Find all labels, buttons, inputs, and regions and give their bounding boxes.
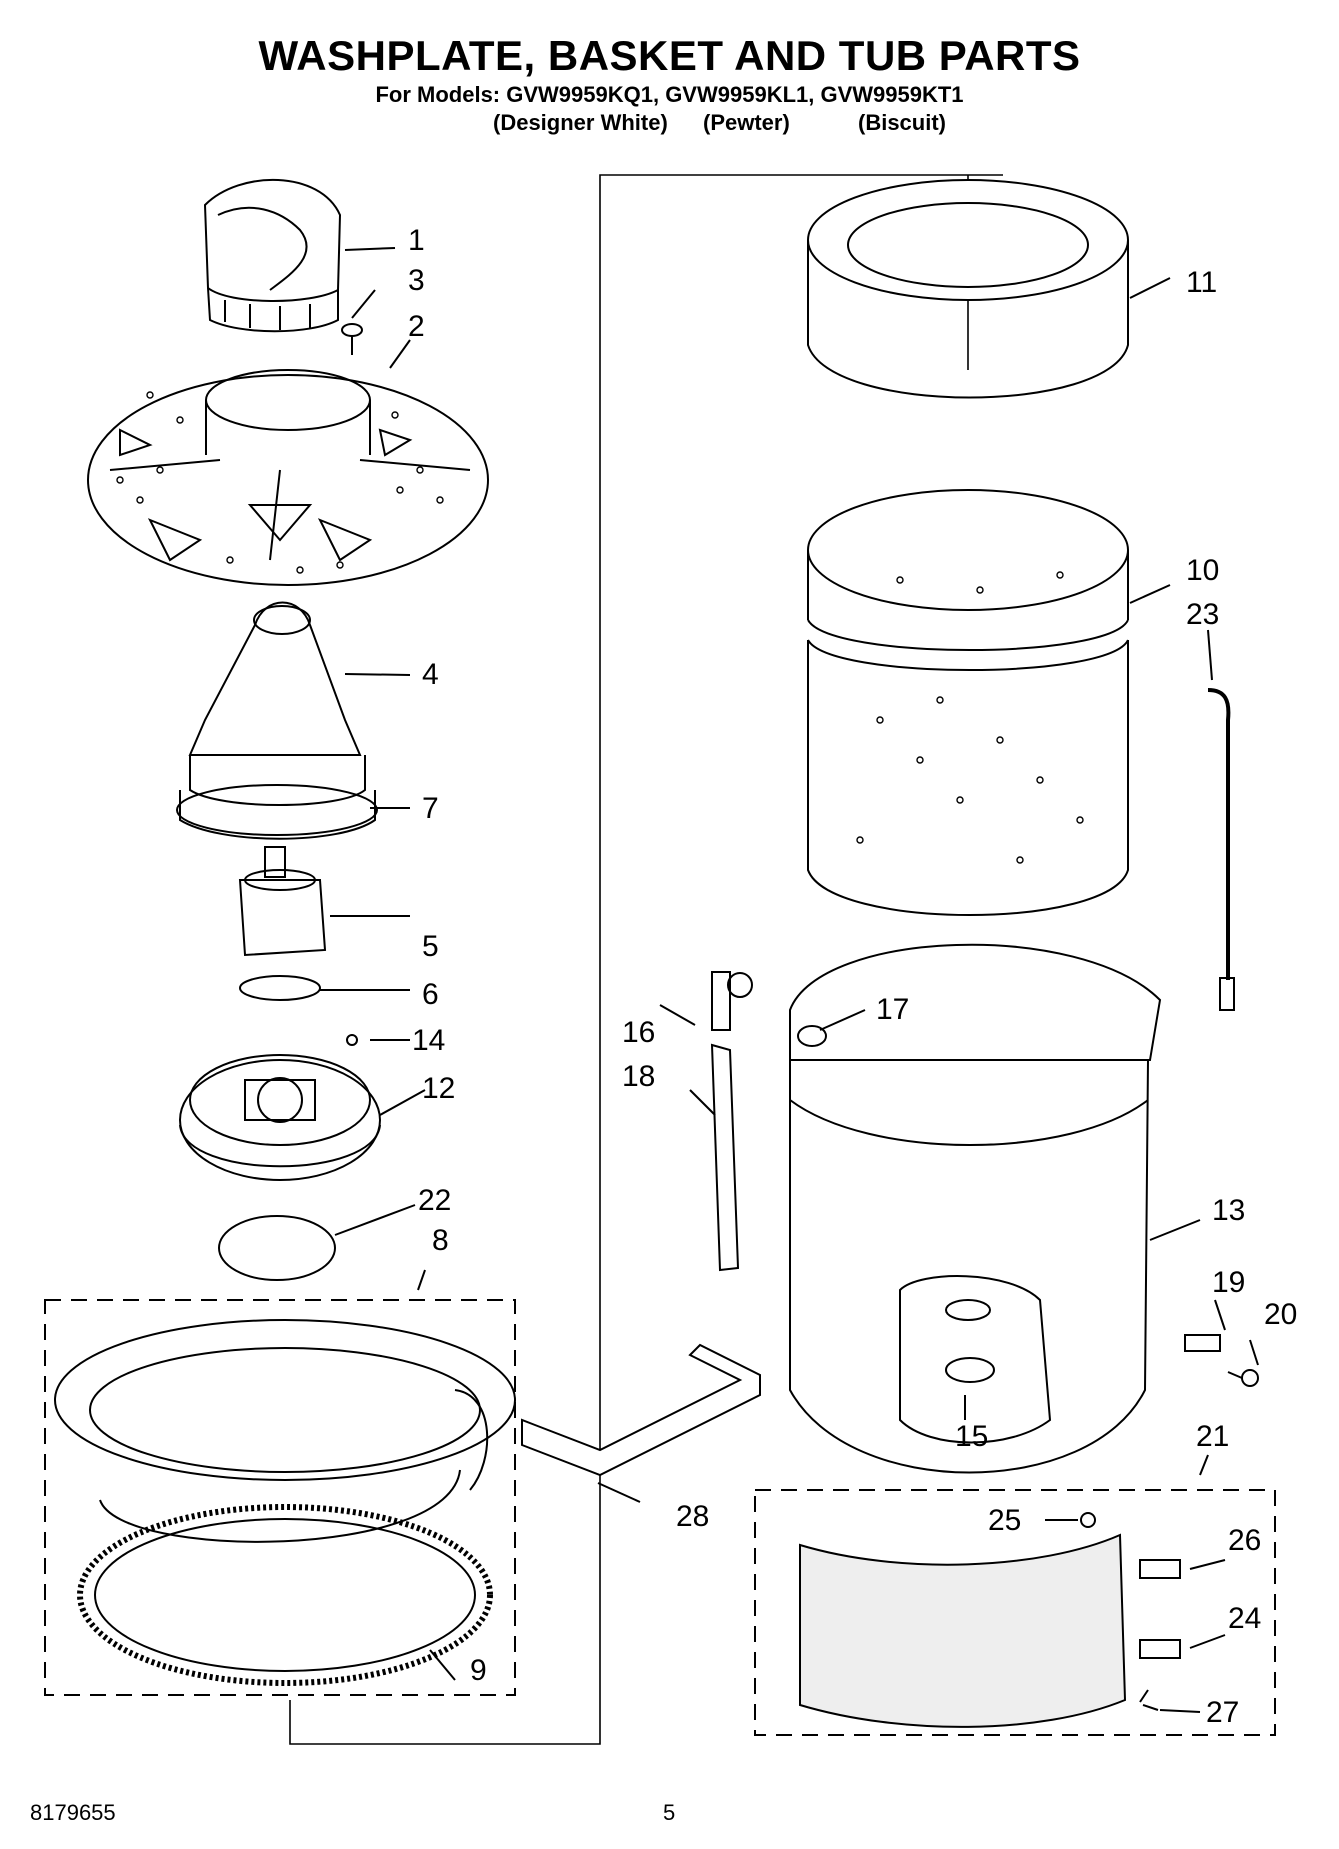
callout-22: 22	[418, 1184, 452, 1217]
callout-9: 9	[470, 1654, 487, 1687]
variant-pewter: (Pewter)	[703, 110, 790, 135]
part-agitator-cap	[203, 179, 342, 333]
models-line: For Models: GVW9959KQ1, GVW9959KL1, GVW9…	[375, 82, 964, 107]
callout-23: 23	[1186, 598, 1220, 631]
callout-25: 25	[988, 1504, 1022, 1537]
callout-15: 15	[955, 1420, 989, 1453]
part-clip-19	[1184, 1334, 1221, 1352]
callout-6: 6	[422, 978, 439, 1011]
part-screw-3	[341, 323, 363, 355]
variant-designer-white: (Designer White)	[493, 110, 668, 135]
callout-7: 7	[422, 792, 439, 825]
part-agitator-cone	[179, 601, 376, 840]
callout-24: 24	[1228, 1602, 1262, 1635]
callout-5: 5	[422, 930, 439, 963]
part-bracket-16	[711, 971, 753, 1031]
part-insulation-group	[754, 1489, 1276, 1736]
part-strip-18	[710, 1043, 740, 1272]
callout-3: 3	[408, 264, 425, 297]
part-seal-7	[176, 784, 378, 836]
variant-biscuit: (Biscuit)	[858, 110, 946, 135]
callout-1: 1	[408, 224, 425, 257]
callout-20: 20	[1264, 1298, 1298, 1331]
callout-10: 10	[1186, 554, 1220, 587]
part-hose-23	[1207, 688, 1235, 1011]
callout-12: 12	[422, 1072, 456, 1105]
part-outer-tub	[789, 943, 1162, 1474]
callout-11: 11	[1186, 266, 1218, 299]
part-basket	[807, 489, 1129, 916]
part-drive-block	[238, 846, 327, 957]
callout-4: 4	[422, 658, 439, 691]
callout-13: 13	[1212, 1194, 1246, 1227]
callout-2: 2	[408, 310, 425, 343]
part-tub-ring-group	[44, 1299, 516, 1696]
part-hub	[179, 1054, 381, 1181]
leader-arrows	[320, 247, 1259, 1713]
doc-number: 8179655	[30, 1800, 116, 1825]
callout-26: 26	[1228, 1524, 1262, 1557]
part-screw-20	[1227, 1369, 1259, 1387]
callout-19: 19	[1212, 1266, 1246, 1299]
callout-16: 16	[622, 1016, 656, 1049]
part-ball-14	[346, 1034, 358, 1046]
callout-21: 21	[1196, 1420, 1230, 1453]
part-washplate	[87, 369, 489, 586]
part-disc-22	[218, 1215, 336, 1281]
part-support-28	[521, 1343, 761, 1477]
callout-28: 28	[676, 1500, 710, 1533]
callout-17: 17	[876, 993, 910, 1026]
callout-27: 27	[1206, 1696, 1240, 1729]
part-tub-ring-11	[807, 179, 1129, 399]
part-ring-6	[239, 975, 321, 1001]
callout-14: 14	[412, 1024, 446, 1057]
page-title: WASHPLATE, BASKET AND TUB PARTS	[258, 32, 1081, 79]
callout-18: 18	[622, 1060, 656, 1093]
callout-8: 8	[432, 1224, 449, 1257]
page-number: 5	[663, 1800, 676, 1825]
